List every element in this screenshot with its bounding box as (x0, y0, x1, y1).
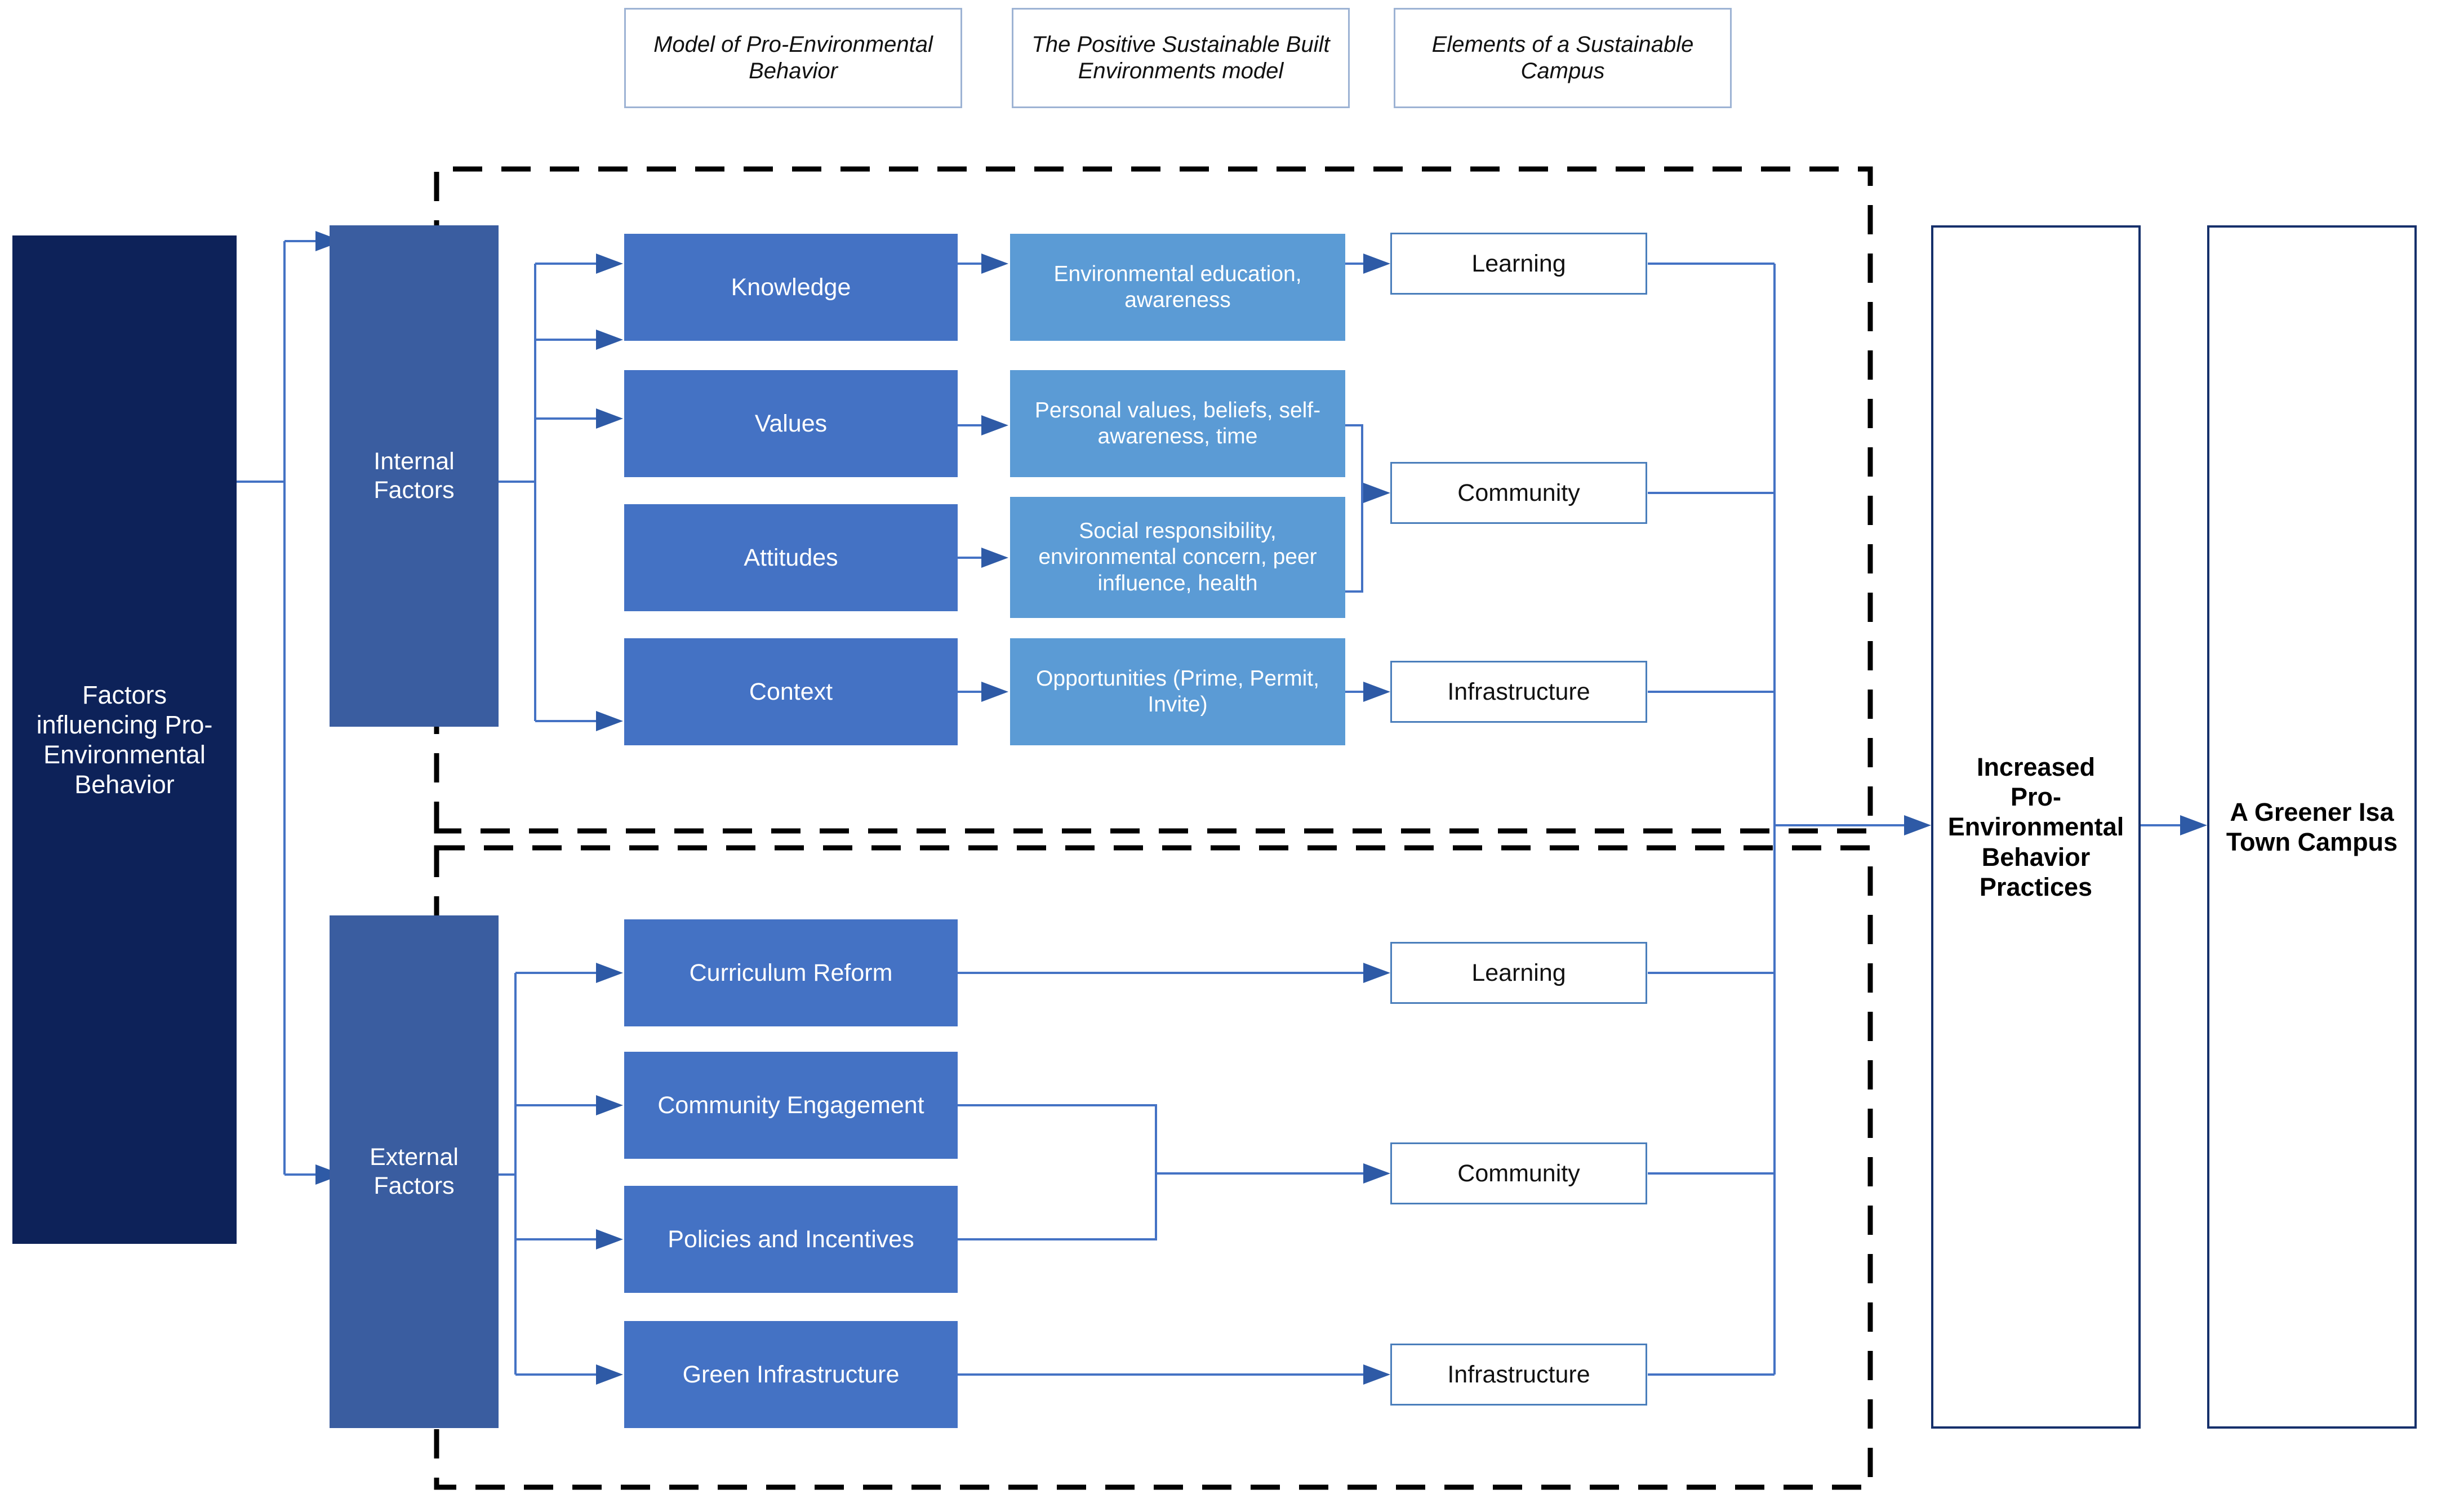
outcome-increased-practices[interactable]: Increased Pro-Environmental Behavior Pra… (1931, 225, 2141, 1429)
element-community-internal[interactable]: Community (1390, 462, 1647, 524)
element-community-external[interactable]: Community (1390, 1142, 1647, 1204)
descriptor-personal-values[interactable]: Personal values, beliefs, self-awareness… (1010, 370, 1345, 477)
outcome-greener-campus[interactable]: A Greener Isa Town Campus (2207, 225, 2417, 1429)
element-learning-internal[interactable]: Learning (1390, 233, 1647, 295)
group-internal-factors[interactable]: Internal Factors (330, 225, 499, 727)
driver-context[interactable]: Context (624, 638, 958, 745)
group-external-factors[interactable]: External Factors (330, 915, 499, 1428)
root-factors-box[interactable]: Factors influencing Pro-Environmental Be… (12, 235, 237, 1244)
driver-attitudes[interactable]: Attitudes (624, 504, 958, 611)
driver-green-infrastructure[interactable]: Green Infrastructure (624, 1321, 958, 1428)
driver-community-engagement[interactable]: Community Engagement (624, 1052, 958, 1159)
driver-policies-and-incentives[interactable]: Policies and Incentives (624, 1186, 958, 1293)
driver-knowledge[interactable]: Knowledge (624, 234, 958, 341)
header-caption-model-of-pro-environmental-behavior: Model of Pro-Environmental Behavior (624, 8, 962, 108)
descriptor-opportunities[interactable]: Opportunities (Prime, Permit, Invite) (1010, 638, 1345, 745)
descriptor-social-responsibility[interactable]: Social responsibility, environmental con… (1010, 497, 1345, 618)
driver-values[interactable]: Values (624, 370, 958, 477)
element-infrastructure-internal[interactable]: Infrastructure (1390, 661, 1647, 723)
descriptor-environmental-education[interactable]: Environmental education, awareness (1010, 234, 1345, 341)
driver-curriculum-reform[interactable]: Curriculum Reform (624, 919, 958, 1026)
element-infrastructure-external[interactable]: Infrastructure (1390, 1344, 1647, 1406)
header-caption-elements-of-a-sustainable-campus: Elements of a Sustainable Campus (1394, 8, 1732, 108)
element-learning-external[interactable]: Learning (1390, 942, 1647, 1004)
header-caption-positive-sustainable-built-environments: The Positive Sustainable Built Environme… (1012, 8, 1350, 108)
